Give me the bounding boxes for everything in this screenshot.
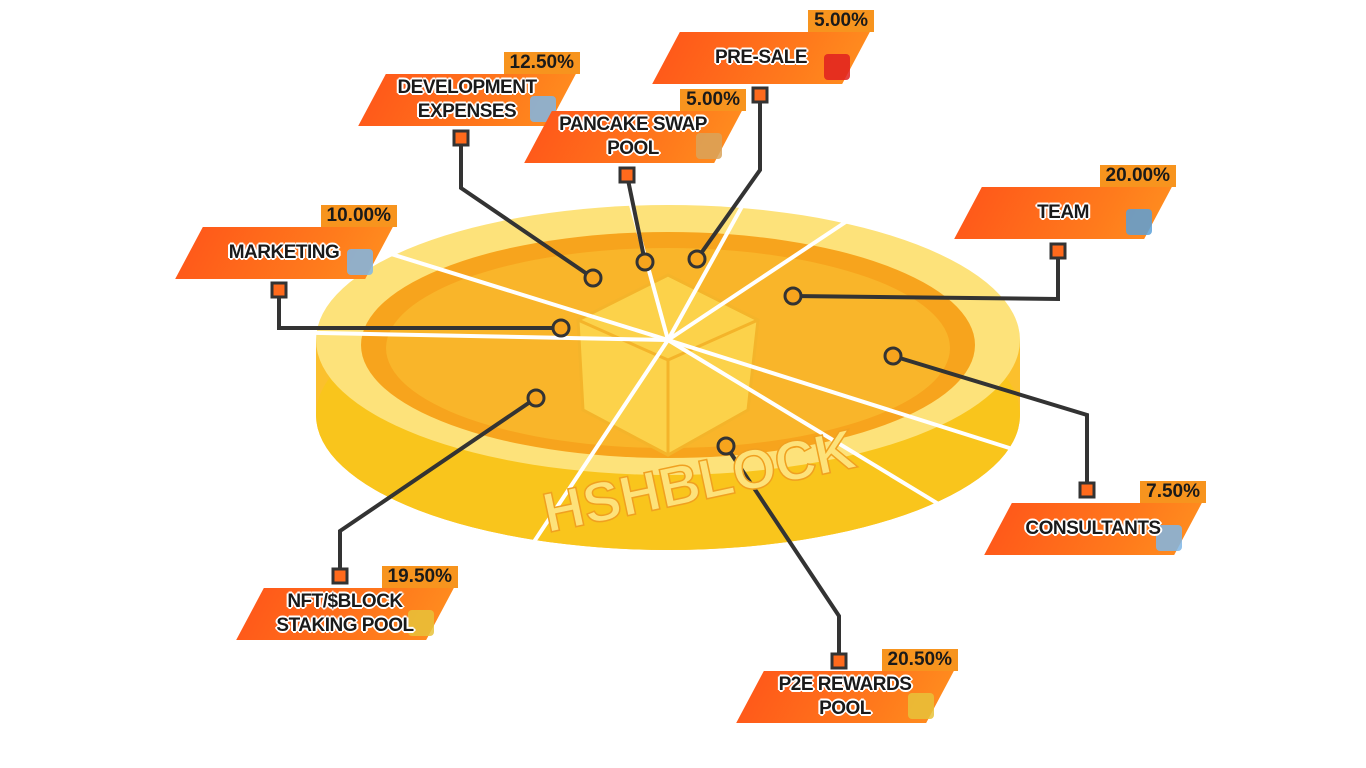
connector-line [459,138,595,280]
connector-dot [783,286,803,306]
slice-divider [388,251,669,342]
connector-line [892,354,1089,490]
slice-percent: 20.00% [1099,165,1176,187]
slice-label: PANCAKE SWAP POOL 5.00% [524,89,746,163]
gold-coin-icon [908,693,934,719]
slice-name: MARKETING [228,242,340,263]
connector-dot [526,388,546,408]
connector-line [625,174,647,263]
connector-line [695,95,762,261]
connector-line [277,290,561,330]
slice-name: PRE-SALE [714,47,808,68]
slice-divider [667,338,1020,454]
slice-percent: 19.50% [381,566,458,588]
best-price-tag-icon [824,54,850,80]
connector-square [1049,242,1067,260]
slice-divider [666,204,745,341]
slice-percent: 10.00% [320,205,397,227]
slice-label: TEAM 20.00% [954,165,1176,239]
slice-divider [309,330,669,342]
connector-dot [551,318,571,338]
slice-divider [527,338,670,551]
slice-divider [666,338,949,511]
pancake-stack-icon [696,133,722,159]
slice-name: DEVELOPMENT EXPENSES [397,77,537,122]
slice-label: P2E REWARDS POOL 20.50% [736,649,958,723]
slice-percent: 5.00% [680,89,746,111]
slice-name: P2E REWARDS POOL [778,674,912,719]
connector-square [452,129,470,147]
connector-dot [687,249,707,269]
consultant-person-icon [1156,525,1182,551]
team-people-icon [1126,209,1152,235]
slice-percent: 12.50% [503,52,580,74]
slice-label: DEVELOPMENT EXPENSES 12.50% [358,52,580,126]
connector-square [830,652,848,670]
slice-label: CONSULTANTS 7.50% [984,481,1206,555]
connector-square [751,86,769,104]
marketing-tree-icon [347,249,373,275]
slice-divider [666,219,849,342]
connector-dot [635,252,655,272]
slice-name: TEAM [1037,202,1089,223]
slice-name: CONSULTANTS [1025,518,1161,539]
connector-line [724,444,841,661]
slice-percent: 20.50% [881,649,958,671]
coin-stack-icon [408,610,434,636]
slice-name: PANCAKE SWAP POOL [559,114,707,159]
connector-dot [583,268,603,288]
connector-square [618,166,636,184]
slice-percent: 5.00% [808,10,874,32]
slice-label: MARKETING 10.00% [175,205,397,279]
connector-square [270,281,288,299]
slice-label: NFT/$BLOCK STAKING POOL 19.50% [236,566,458,640]
connector-line [338,396,538,576]
connector-dot [883,346,903,366]
connector-line [792,251,1060,302]
slice-percent: 7.50% [1140,481,1206,503]
connector-dot [716,436,736,456]
connector-square [1078,481,1096,499]
connector-square [331,567,349,585]
slice-name: NFT/$BLOCK STAKING POOL [276,591,414,636]
